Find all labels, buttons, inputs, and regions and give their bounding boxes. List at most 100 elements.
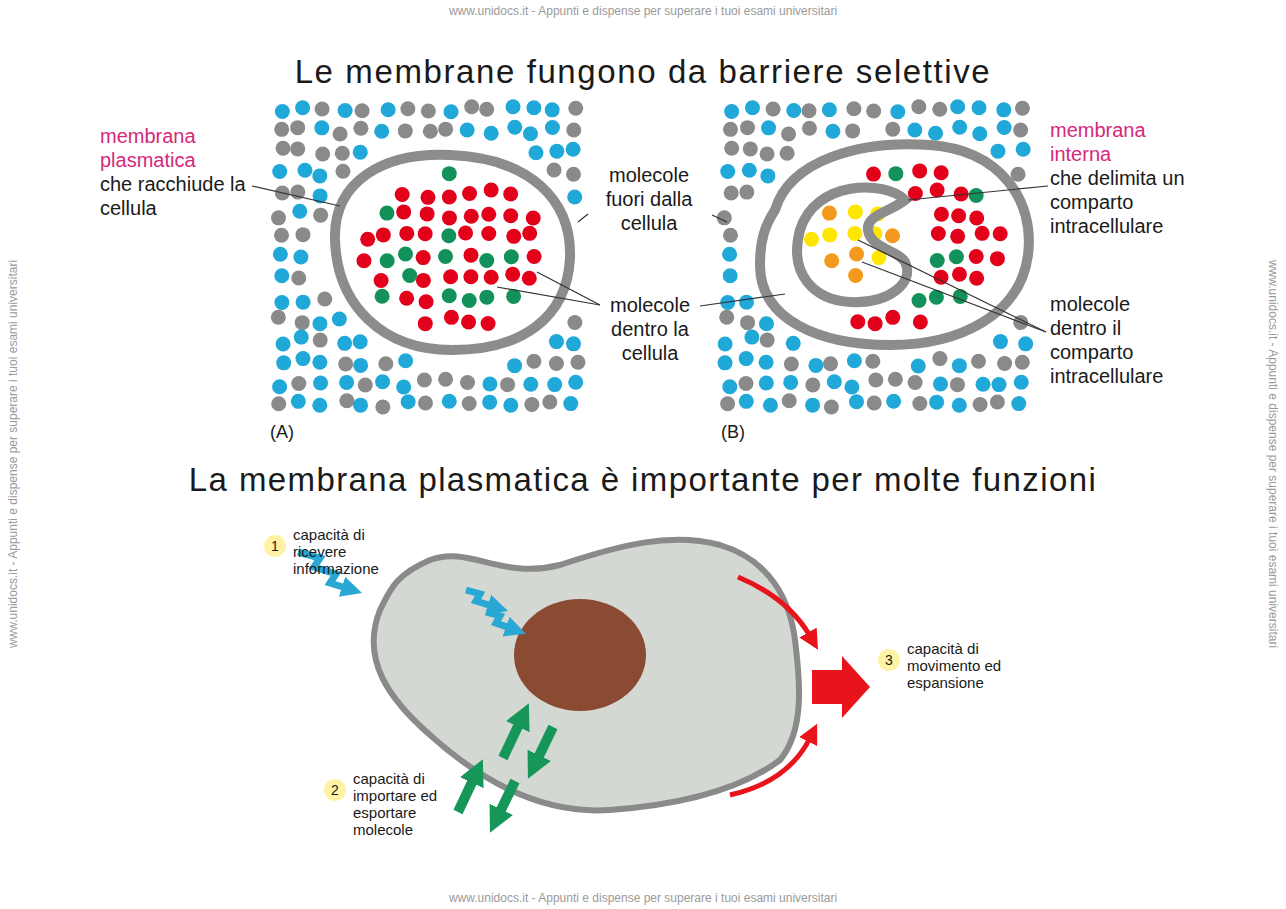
molecule <box>312 398 327 413</box>
molecule <box>824 253 839 268</box>
molecule <box>1011 396 1026 411</box>
molecule <box>993 334 1008 349</box>
molecule <box>274 122 289 137</box>
molecule <box>337 336 352 351</box>
molecule <box>274 228 289 243</box>
molecule <box>273 247 288 262</box>
molecule <box>997 356 1012 371</box>
molecule <box>802 103 817 118</box>
molecule <box>312 355 327 370</box>
callout-number-text: 1 <box>264 535 286 557</box>
molecule <box>931 226 946 241</box>
leader-line <box>497 287 600 305</box>
molecule <box>804 232 819 247</box>
molecule <box>969 249 984 264</box>
callout-text: molecole dentro la cellula <box>600 293 700 365</box>
leader-line <box>700 294 785 306</box>
leader-line <box>712 215 727 222</box>
diagram-title: Le membrane fungono da barriere selettiv… <box>0 53 1286 91</box>
molecule <box>934 207 949 222</box>
transport-arrows <box>458 722 553 814</box>
molecule <box>990 251 1005 266</box>
leader-line <box>537 272 600 305</box>
molecule <box>460 375 475 390</box>
molecule <box>549 144 564 159</box>
molecule <box>929 395 944 410</box>
molecule <box>850 314 865 329</box>
signal-arrow <box>486 612 510 628</box>
signal-arrow <box>466 590 492 606</box>
molecule <box>723 268 738 283</box>
molecule <box>824 400 839 415</box>
molecule <box>1016 142 1031 157</box>
watermark: www.unidocs.it - Appunti e dispense per … <box>1266 219 1280 689</box>
molecule <box>990 394 1005 409</box>
molecule <box>718 337 733 352</box>
molecule <box>844 379 859 394</box>
leader-line <box>858 240 1046 332</box>
molecule <box>786 103 801 118</box>
molecule <box>802 121 817 136</box>
molecule <box>912 163 927 178</box>
molecule <box>526 210 541 225</box>
molecule <box>866 104 881 119</box>
molecule <box>950 99 965 114</box>
molecule <box>722 379 737 394</box>
molecule <box>848 268 863 283</box>
molecule <box>847 226 862 241</box>
molecule <box>353 358 368 373</box>
molecule <box>442 394 457 409</box>
molecule <box>888 166 903 181</box>
molecule <box>507 120 522 135</box>
molecule <box>971 354 986 369</box>
molecule <box>566 336 581 351</box>
molecule <box>566 122 581 137</box>
transport-arrow <box>499 781 515 814</box>
molecule <box>976 377 991 392</box>
molecule <box>438 249 453 264</box>
molecule <box>418 316 433 331</box>
molecule <box>742 163 757 178</box>
molecule <box>567 315 582 330</box>
molecule <box>950 229 965 244</box>
molecule <box>724 141 739 156</box>
molecule <box>442 190 457 205</box>
molecule <box>848 204 863 219</box>
watermark: www.unidocs.it - Appunti e dispense per … <box>0 4 1286 18</box>
molecule <box>542 394 557 409</box>
molecule <box>972 126 987 141</box>
molecule <box>724 185 739 200</box>
leader-line <box>578 214 588 222</box>
molecule <box>462 293 477 308</box>
molecule <box>339 393 354 408</box>
molecule <box>744 330 759 345</box>
molecule <box>297 163 312 178</box>
part-name: membrana plasmatica <box>100 124 270 172</box>
molecule <box>353 145 368 160</box>
molecule <box>867 396 882 411</box>
molecule <box>482 376 497 391</box>
molecule <box>444 310 459 325</box>
molecule <box>484 126 499 141</box>
molecule <box>400 101 415 116</box>
molecule <box>952 358 967 373</box>
molecule <box>928 126 943 141</box>
molecule <box>930 183 945 198</box>
molecule <box>275 104 290 119</box>
molecule <box>524 397 539 412</box>
molecule <box>934 165 949 180</box>
function-description: capacità di ricevere informazione <box>293 526 403 577</box>
molecule <box>295 351 310 366</box>
molecule <box>1015 355 1030 370</box>
molecule <box>401 394 416 409</box>
molecule <box>761 120 776 135</box>
molecule <box>805 378 820 393</box>
molecule <box>443 269 458 284</box>
molecule <box>458 226 473 241</box>
movement-arrow <box>812 656 870 718</box>
molecule <box>908 375 923 390</box>
molecule <box>312 316 327 331</box>
molecules-b <box>717 99 1033 414</box>
molecule <box>503 186 518 201</box>
molecule <box>759 355 774 370</box>
